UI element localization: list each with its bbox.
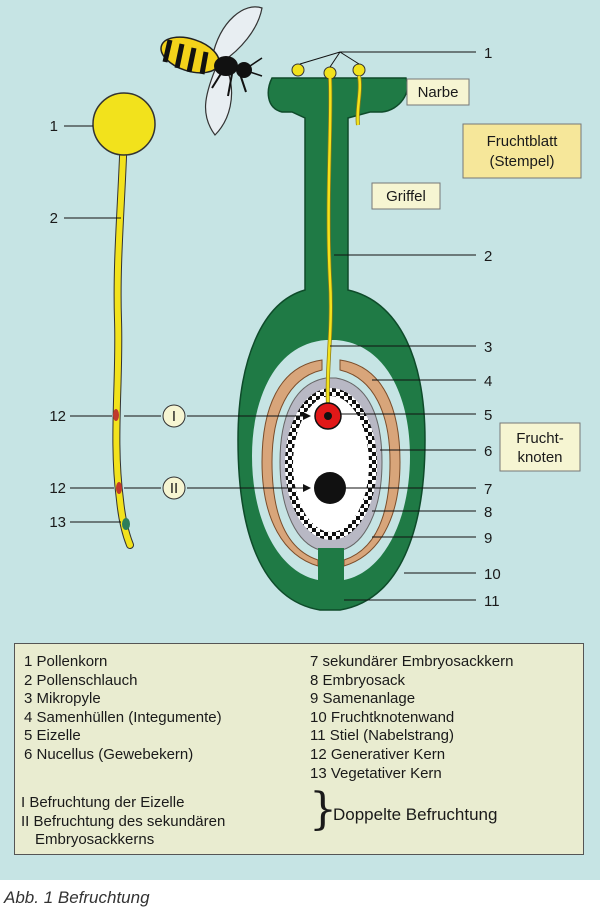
fruchtknoten-label-1: Frucht- <box>516 430 564 447</box>
legend-item: 5 Eizelle <box>24 727 81 745</box>
double-fertilization-label: Doppelte Befruchtung <box>333 805 498 824</box>
griffel-box <box>371 182 441 210</box>
curly-brace: } <box>309 784 337 835</box>
roman-label-1: I <box>172 408 176 425</box>
callout-right-11: 11 <box>484 593 500 610</box>
callout-right-9: 9 <box>484 530 492 547</box>
callout-right-8: 8 <box>484 504 492 521</box>
pollen-grain-illustration <box>92 92 156 549</box>
callout-left-2: 2 <box>50 210 58 227</box>
fruchtblatt-box <box>462 123 582 179</box>
narbe-label: Narbe <box>418 84 459 101</box>
callout-right-10: 10 <box>484 566 501 583</box>
figure-caption: Abb. 1 Befruchtung <box>4 888 150 907</box>
griffel-label: Griffel <box>386 188 426 205</box>
legend-roman-block: I Befruchtung der Eizelle II Befruchtung… <box>21 794 225 850</box>
legend-item: 10 Fruchtknotenwand <box>310 708 455 726</box>
stempel-label: (Stempel) <box>489 153 554 170</box>
roman-circle-1 <box>162 404 186 428</box>
callout-left-13: 13 <box>49 514 66 531</box>
legend-item: 2 Pollenschlauch <box>24 671 138 689</box>
callout-right-4: 4 <box>484 373 492 390</box>
legend-item: 13 Vegetativer Kern <box>310 764 442 782</box>
callout-right-1: 1 <box>484 45 492 62</box>
legend-item: 12 Generativer Kern <box>310 745 446 763</box>
fertilization-diagram: Narbe Fruchtblatt (Stempel) Griffel Fruc… <box>49 6 582 611</box>
fruchtknoten-label-2: knoten <box>517 449 562 466</box>
figure-panel: Narbe Fruchtblatt (Stempel) Griffel Fruc… <box>0 0 600 880</box>
legend-right-column: 7 sekundärer Embryosackkern 8 Embryosack… <box>310 653 513 783</box>
legend-roman-item: I Befruchtung der Eizelle <box>21 794 185 811</box>
callout-right-6: 6 <box>484 443 492 460</box>
legend-roman-item: II Befruchtung des sekundären <box>21 812 226 830</box>
callout-left-12b: 12 <box>49 480 66 497</box>
legend-item: 4 Samenhüllen (Integumente) <box>24 708 222 726</box>
legend-left-column: 1 Pollenkorn 2 Pollenschlauch 3 Mikropyl… <box>24 653 222 765</box>
callout-left-1: 1 <box>50 118 58 135</box>
fruchtknoten-box <box>499 422 581 472</box>
bee-illustration <box>160 6 263 136</box>
legend-roman-item: Embryosackkerns <box>35 831 155 849</box>
legend-item: 11 Stiel (Nabelstrang) <box>310 727 454 745</box>
callout-right-2: 2 <box>484 248 492 265</box>
callout-right-3: 3 <box>484 339 492 356</box>
pistil-illustration <box>237 63 426 611</box>
legend-item: 6 Nucellus (Gewebekern) <box>24 745 194 763</box>
roman-label-2: II <box>170 480 178 497</box>
legend-item: 3 Mikropyle <box>24 690 101 708</box>
callout-right-5: 5 <box>484 407 492 424</box>
callout-right-7: 7 <box>484 481 492 498</box>
leader-lines <box>64 51 476 601</box>
legend-item: 7 sekundärer Embryosackkern <box>310 653 514 670</box>
legend-item: 1 Pollenkorn <box>24 653 108 670</box>
legend-item: 9 Samenanlage <box>310 690 416 708</box>
narbe-box <box>406 78 470 106</box>
legend-item: 8 Embryosack <box>310 671 406 689</box>
callout-left-12a: 12 <box>49 408 66 425</box>
legend-box: 1 Pollenkorn 2 Pollenschlauch 3 Mikropyl… <box>14 643 584 855</box>
roman-circle-2 <box>162 476 186 500</box>
fruchtblatt-label: Fruchtblatt <box>487 133 559 150</box>
